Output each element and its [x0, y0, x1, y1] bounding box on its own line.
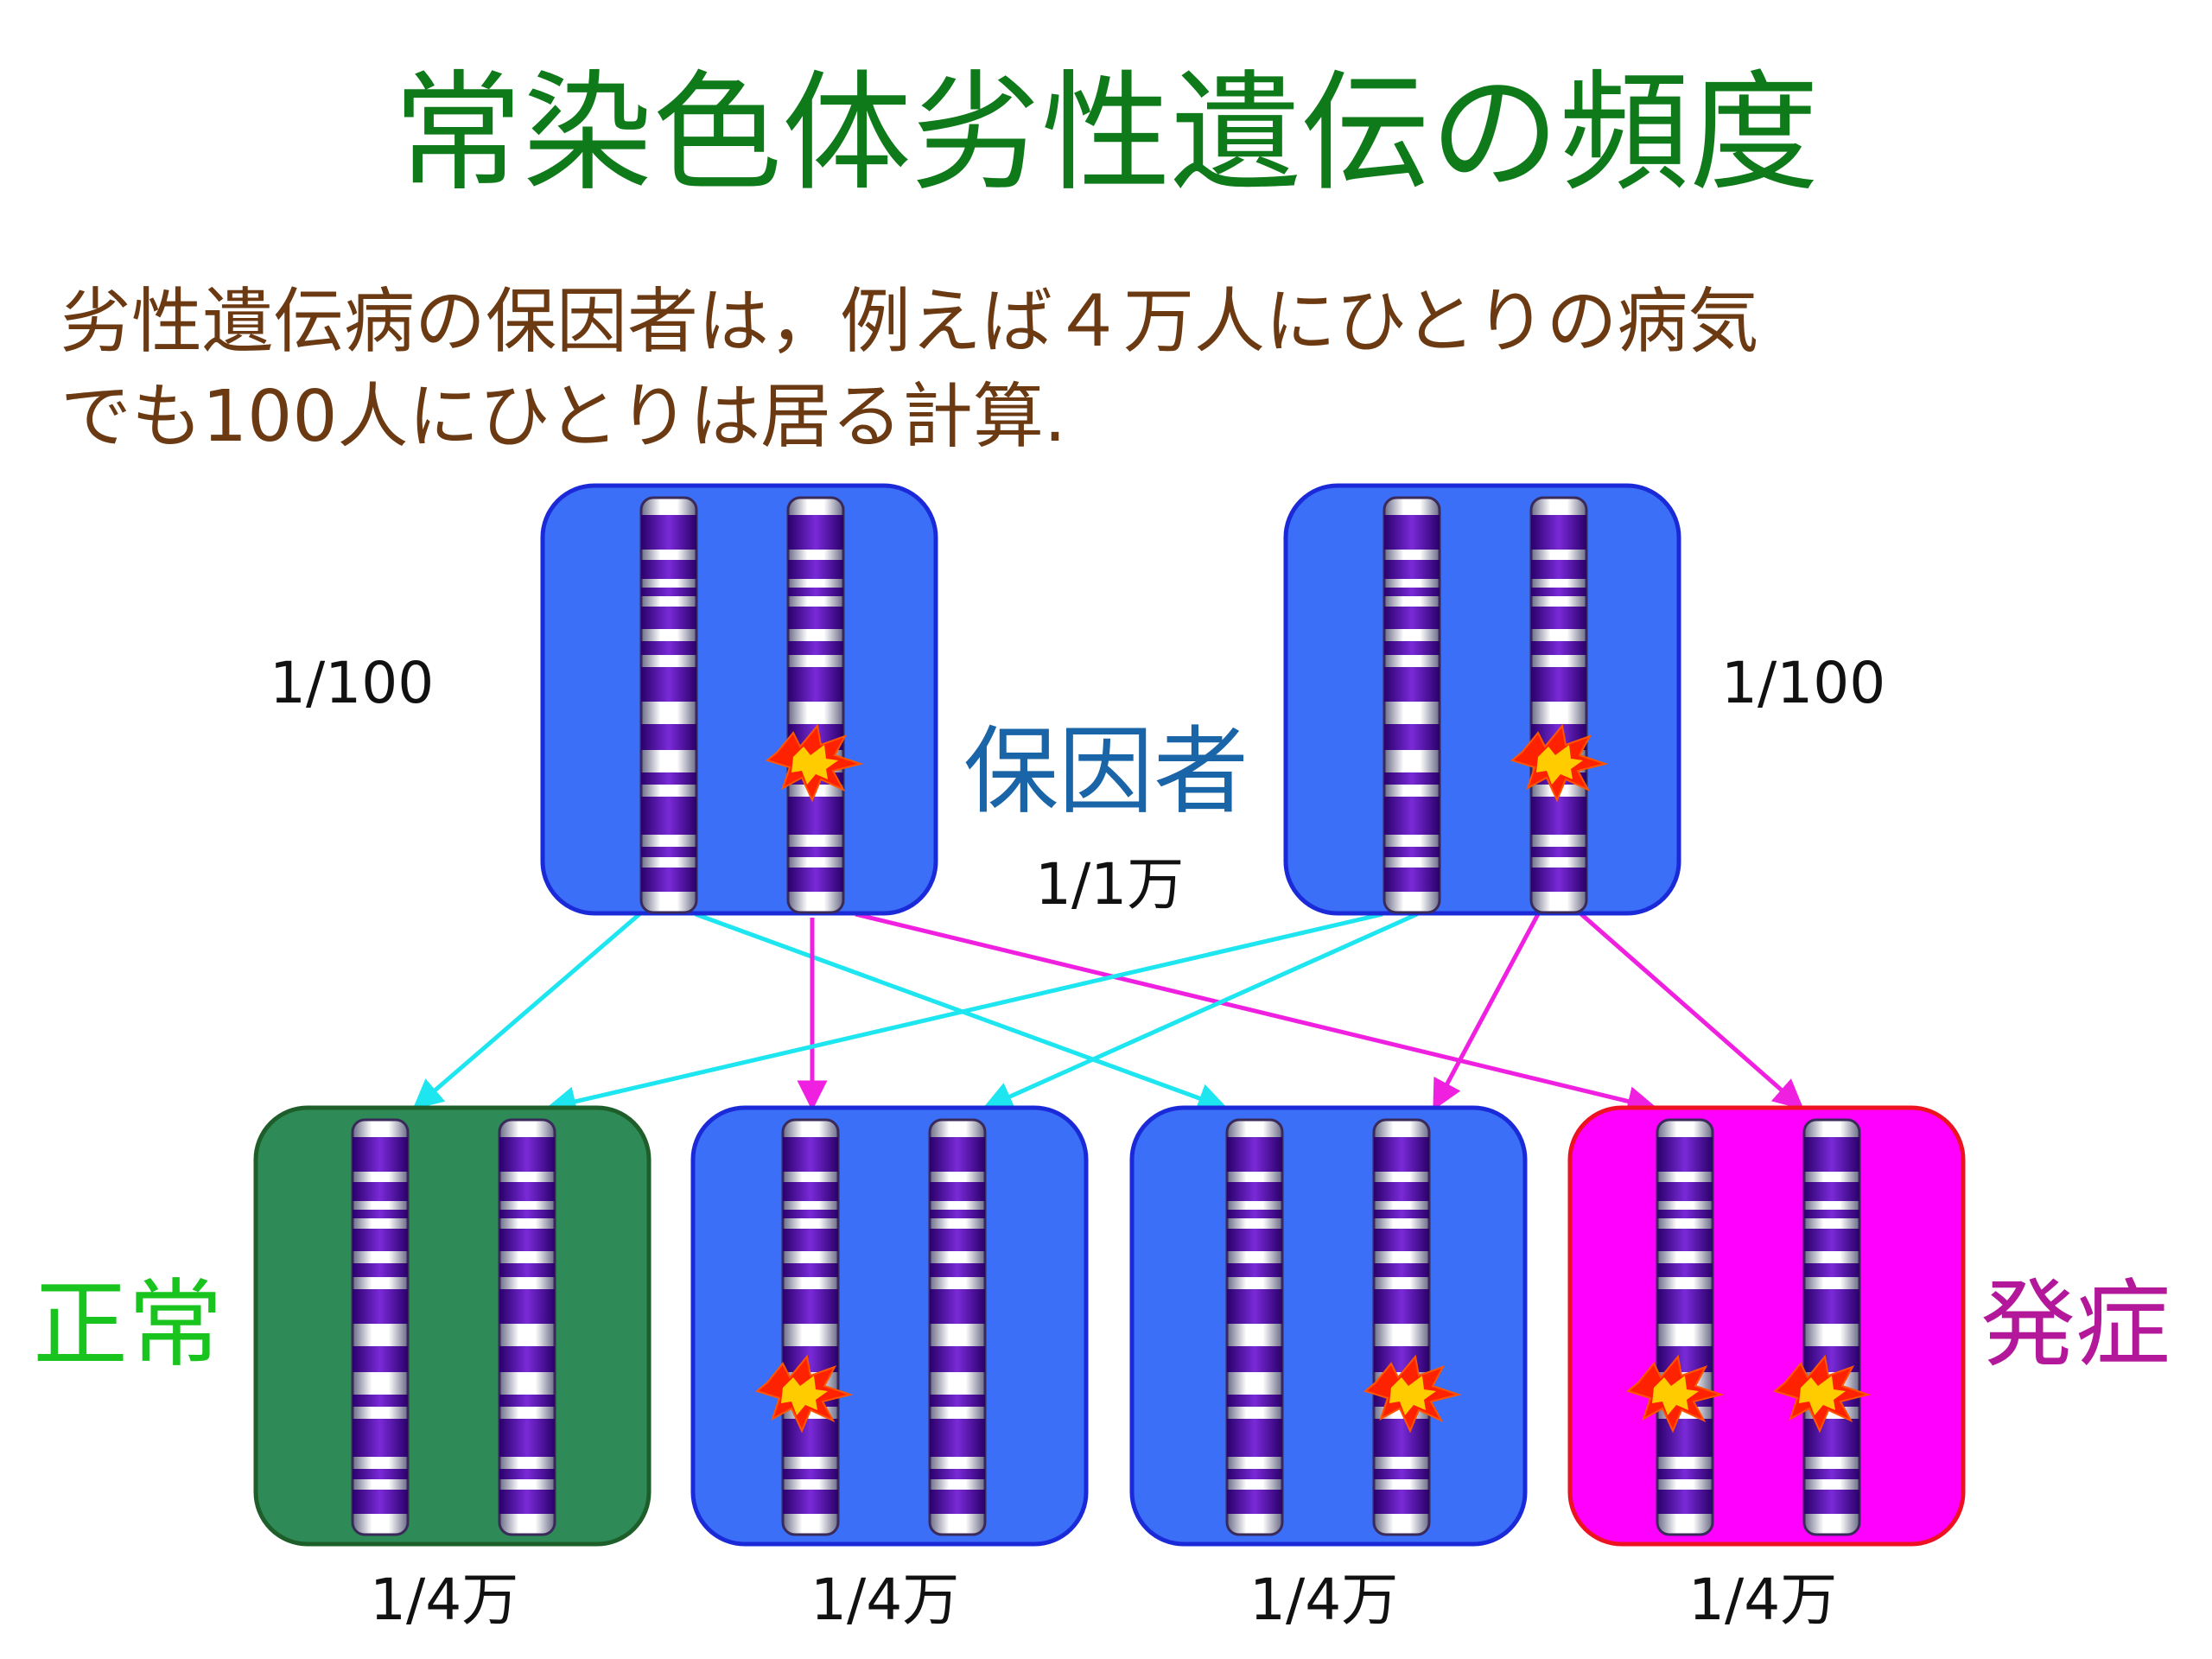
offspring-frequency: 1/4万: [1688, 1567, 1838, 1633]
offspring-carrier-1: [690, 1105, 1089, 1547]
mutant-chromosome: [786, 496, 845, 914]
inheritance-arrows: [412, 912, 1804, 1116]
subtitle-line-1: 劣性遺伝病の保因者は，例えば４万人にひとりの病気: [60, 281, 1759, 363]
offspring-normal: [253, 1105, 652, 1547]
normal-chromosome: [498, 1118, 556, 1536]
mutant-chromosome: [1802, 1118, 1861, 1536]
normal-chromosome: [1382, 496, 1441, 914]
left-parent-frequency: 1/100: [270, 650, 435, 716]
affected-label: 発症: [1980, 1269, 2171, 1380]
mutant-chromosome: [781, 1118, 840, 1536]
parent-carrier-right: [1283, 483, 1681, 916]
mutant-chromosome: [1372, 1118, 1431, 1536]
couple-frequency: 1/1万: [1035, 851, 1185, 918]
subtitle-line-2: でも100人にひとりは居る計算.: [60, 376, 1067, 458]
parent-carrier-left: [540, 483, 938, 916]
right-parent-frequency: 1/100: [1721, 650, 1886, 716]
offspring-frequency: 1/4万: [370, 1567, 519, 1633]
offspring-carrier-2: [1129, 1105, 1528, 1547]
offspring-affected: [1567, 1105, 1966, 1547]
mutant-chromosome: [1656, 1118, 1714, 1536]
normal-chromosome: [928, 1118, 987, 1536]
normal-chromosome: [351, 1118, 410, 1536]
mutant-chromosome: [1529, 496, 1588, 914]
normal-label: 正常: [33, 1269, 223, 1380]
normal-chromosome: [639, 496, 698, 914]
page-title: 常染色体劣性遺伝の頻度: [392, 59, 1819, 209]
offspring-frequency: 1/4万: [1249, 1567, 1399, 1633]
normal-chromosome: [1225, 1118, 1284, 1536]
carrier-label: 保因者: [963, 716, 1249, 827]
offspring-frequency: 1/4万: [810, 1567, 960, 1633]
